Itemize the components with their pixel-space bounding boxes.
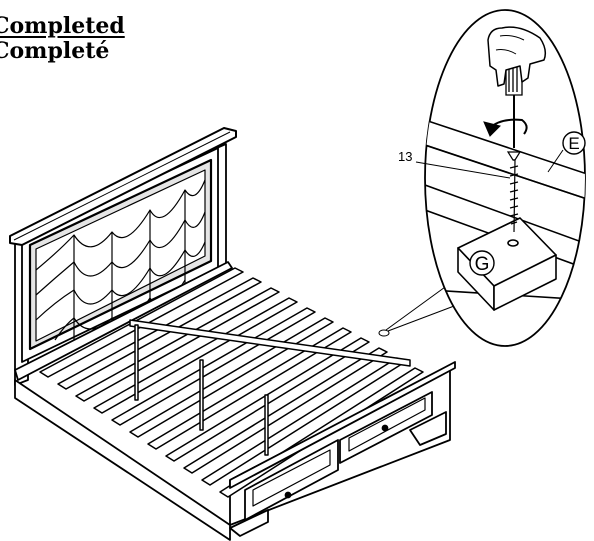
screw-hole	[507, 239, 519, 247]
left-side-rail	[14, 261, 233, 381]
bed-illustration	[9, 127, 456, 541]
drawer-rear-knob	[381, 424, 389, 432]
part-e-label: E	[547, 131, 586, 173]
title-english: Completed	[0, 13, 125, 39]
svg-text:G: G	[475, 254, 490, 275]
screw-13-label: 13	[398, 149, 511, 179]
part-g-label: G	[469, 250, 495, 276]
hand-icon	[487, 26, 547, 87]
right-side-rail	[229, 361, 456, 537]
svg-text:E: E	[568, 134, 579, 153]
rotate-arrow-icon	[483, 118, 528, 137]
title-block: Completed Completé	[0, 14, 125, 64]
svg-text:13: 13	[398, 149, 412, 164]
drawer-front-knob	[284, 491, 292, 499]
title-french: Completé	[0, 38, 110, 64]
headboard	[9, 127, 237, 386]
drawer-front	[244, 439, 339, 521]
screw	[506, 151, 522, 233]
rail-e	[425, 119, 585, 201]
center-support	[129, 319, 411, 456]
detail-callout: E G 13	[398, 9, 586, 347]
